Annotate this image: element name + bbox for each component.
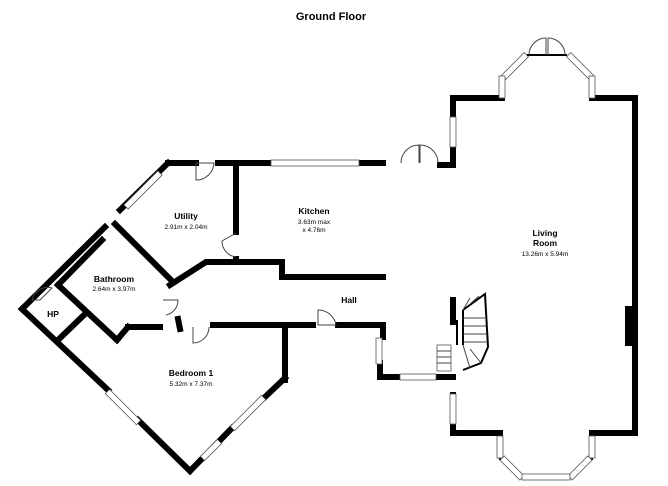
french-door-left (528, 37, 547, 56)
kitchen-dims-2: x 4.76m (302, 227, 325, 234)
hp-name: HP (47, 309, 59, 319)
window-living-left (449, 116, 457, 148)
living-name-2: Room (533, 238, 558, 248)
hall-door (317, 309, 337, 326)
hp-door (31, 286, 53, 301)
bedroom-door (192, 326, 210, 344)
room-utility: Utility 2.91m x 2.04m (165, 211, 208, 231)
window-hall (375, 337, 383, 365)
living-door-left (400, 144, 420, 164)
bathroom-name: Bathroom (94, 274, 135, 284)
bottom-bay (496, 433, 596, 481)
living-dims: 13.26m x 5.94m (522, 251, 569, 258)
living-name-1: Living (532, 228, 557, 238)
hall-name: Hall (341, 295, 357, 305)
inner-walls (53, 165, 456, 383)
room-bedroom1: Bedroom 1 5.32m x 7.37m (169, 368, 214, 388)
top-bay (498, 37, 596, 99)
doors (31, 144, 439, 344)
utility-name: Utility (174, 211, 198, 221)
bathroom-door (163, 299, 179, 316)
windows (104, 116, 457, 462)
kitchen-name: Kitchen (298, 206, 329, 216)
window-bedroom-left (104, 388, 142, 426)
window-bedroom-right (229, 394, 267, 432)
window-living-lower (449, 393, 457, 425)
floor-title: Ground Floor (296, 11, 367, 23)
outer-walls (17, 95, 638, 476)
room-bathroom: Bathroom 2.64m x 3.97m (93, 274, 136, 293)
living-door-right (419, 144, 439, 164)
window-kitchen (270, 159, 360, 167)
room-living: Living Room 13.26m x 5.94m (522, 228, 569, 258)
bathroom-dims: 2.64m x 3.97m (93, 286, 136, 293)
french-door-right (547, 37, 566, 56)
window-utility (123, 170, 163, 210)
bedroom1-name: Bedroom 1 (169, 368, 214, 378)
utility-dims: 2.91m x 2.04m (165, 224, 208, 231)
utility-door (195, 162, 215, 181)
staircase (436, 292, 490, 372)
window-hall-bottom (399, 373, 437, 381)
kitchen-utility-door (221, 232, 237, 258)
room-kitchen: Kitchen 3.63m max x 4.76m (298, 206, 331, 234)
bedroom1-dims: 5.32m x 7.37m (170, 381, 213, 388)
kitchen-dims-1: 3.63m max (298, 219, 331, 226)
fireplace (625, 306, 637, 346)
